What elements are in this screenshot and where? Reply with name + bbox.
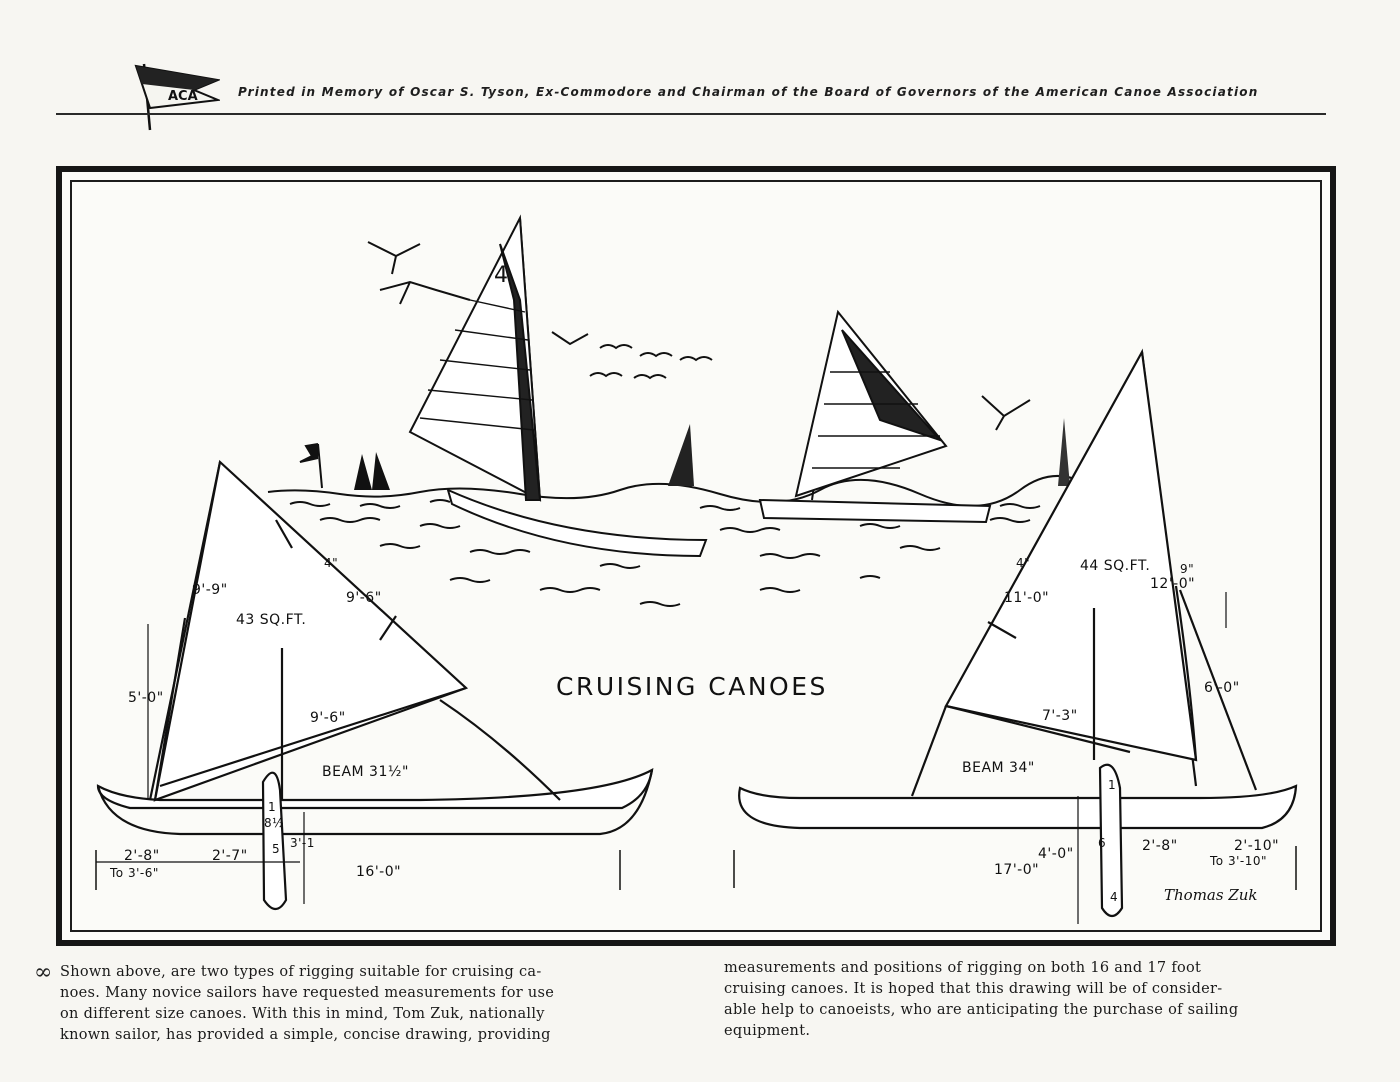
right-stern-dim: 2'-8" (1142, 838, 1178, 854)
infinity-bullet-icon: ∞ (34, 960, 53, 985)
caption-line: cruising canoes. It is hoped that this d… (724, 981, 1223, 997)
left-luff: 5'-0" (128, 690, 164, 706)
right-stern-dim-2: 2'-10" (1234, 838, 1280, 854)
caption-left-column: Shown above, are two types of rigging su… (60, 962, 664, 1046)
left-beam: BEAM 31½" (322, 764, 409, 780)
left-board-c: 5 (272, 842, 281, 856)
artist-signature: Thomas Zuk (1164, 886, 1258, 904)
center-sailboat-main (408, 214, 708, 558)
caption-line: on different size canoes. With this in m… (60, 1006, 545, 1022)
left-batten: 4" (324, 556, 339, 570)
right-top: 4" (1016, 556, 1031, 570)
flag-on-buoy (299, 443, 323, 489)
right-sail-area: 44 SQ.FT. (1080, 558, 1151, 574)
left-board-b: 8½ (264, 816, 285, 830)
caption-line: Shown above, are two types of rigging su… (60, 964, 542, 980)
right-board-a: 6 (1098, 836, 1107, 850)
memorial-line: Printed in Memory of Oscar S. Tyson, Ex-… (238, 85, 1259, 99)
illustration-inner-border (70, 180, 1322, 932)
seagulls (367, 241, 1031, 431)
flag-text: ACA (168, 89, 198, 104)
caption-line: able help to canoeists, who are anticipa… (724, 1002, 1239, 1018)
left-boom: 9'-6" (310, 710, 346, 726)
caption-line: noes. Many novice sailors have requested… (60, 985, 555, 1001)
caption-line: measurements and positions of rigging on… (724, 960, 1202, 976)
right-length: 17'-0" (994, 862, 1040, 878)
caption-line: equipment. (724, 1023, 811, 1039)
right-beam: BEAM 34" (962, 760, 1035, 776)
right-stern-range: To 3'-10" (1210, 854, 1267, 868)
right-luff: 11'-0" (1004, 590, 1050, 606)
right-boom: 7'-3" (1042, 708, 1078, 724)
left-length: 16'-0" (356, 864, 402, 880)
header-rule (56, 113, 1326, 115)
caption-line: known sailor, has provided a simple, con… (60, 1027, 551, 1043)
right-board-b: 4 (1110, 890, 1119, 904)
left-bow-dim: 2'-8" (124, 848, 160, 864)
aca-flag-logo: ACA (134, 63, 220, 131)
drawing-title: CRUISING CANOES (556, 672, 828, 701)
caption-right-column: measurements and positions of rigging on… (724, 958, 1330, 1042)
right-mast-height: 12'-0" (1150, 576, 1196, 592)
right-canoe-rig (733, 348, 1298, 924)
left-canoe-rig (95, 459, 654, 911)
left-gaff: 9'-6" (346, 590, 382, 606)
distant-sail-center (668, 424, 694, 486)
left-board-d: 3'-1 (290, 836, 315, 850)
right-board-depth: 4'-0" (1038, 846, 1074, 862)
center-sailboat-second (758, 309, 992, 524)
left-bow-range: To 3'-6" (110, 866, 159, 880)
left-mast-height: 9'-9" (192, 582, 228, 598)
right-top-right: 9" (1180, 562, 1195, 576)
left-sail-area: 43 SQ.FT. (236, 612, 307, 628)
right-board-c: 1 (1108, 778, 1117, 792)
distant-sail-right (1058, 418, 1070, 486)
left-board-dim: 2'-7" (212, 848, 248, 864)
left-board-a: 1 (268, 800, 277, 814)
distant-sail-left (354, 452, 390, 490)
right-jib: 6'-0" (1204, 680, 1240, 696)
sail-number: 4 (494, 263, 508, 288)
